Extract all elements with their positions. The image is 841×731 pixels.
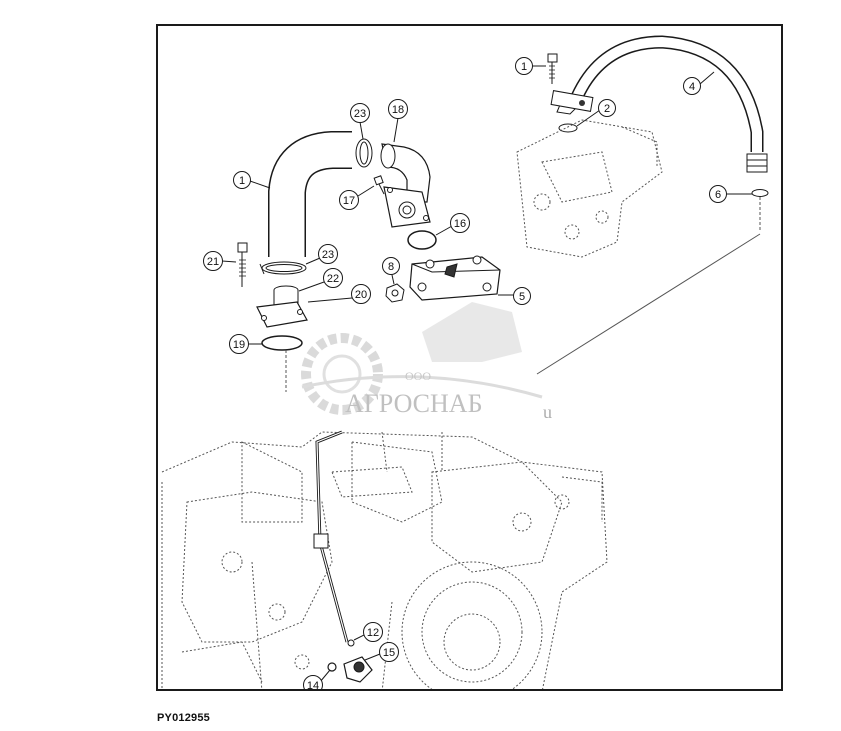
callouts: 1 4 2 6 23 (203, 57, 752, 691)
callout-label: 1 (521, 61, 527, 73)
callout-label: 21 (207, 256, 219, 268)
callout-label: 15 (383, 647, 395, 659)
callout-label: 20 (355, 289, 367, 301)
flange-block (383, 186, 431, 228)
nut-8 (385, 283, 405, 303)
callout-23-lower: 23 (305, 244, 338, 265)
callout-label: 16 (454, 218, 466, 230)
callout-14: 14 (303, 669, 331, 691)
callout-label: 1 (239, 175, 245, 187)
bolt-21 (237, 242, 248, 287)
leader-dashed (381, 431, 443, 473)
hose-4 (550, 35, 768, 173)
callout-4: 4 (683, 71, 715, 95)
callout-15: 15 (364, 642, 399, 662)
callout-17: 17 (339, 185, 375, 210)
callout-label: 8 (388, 261, 394, 273)
callout-16: 16 (435, 213, 470, 236)
o-ring-19 (261, 335, 303, 351)
callout-8: 8 (382, 257, 400, 285)
figure-id-label: PY012955 (157, 712, 210, 724)
callout-label: 17 (343, 195, 355, 207)
connection-line (536, 233, 761, 375)
fitting-22 (256, 285, 308, 328)
callout-label: 19 (233, 339, 245, 351)
clamp-23-lower (259, 261, 307, 275)
watermark-suffix: u (543, 402, 552, 422)
callout-3: 1 (515, 57, 546, 75)
watermark-brand: АГРОСНАБ (345, 389, 483, 418)
bolt-17 (373, 175, 385, 195)
callout-1: 1 (233, 171, 271, 189)
callout-20: 20 (307, 284, 371, 304)
callout-label: 2 (604, 103, 610, 115)
hose-elbow-1 (268, 131, 352, 257)
bolt-3 (547, 53, 558, 84)
o-ring-16 (407, 230, 437, 250)
oil-tube-assembly (313, 430, 373, 683)
callout-label: 5 (519, 291, 525, 303)
callout-21: 21 (203, 251, 237, 271)
callout-22: 22 (298, 268, 343, 292)
callout-23-upper: 23 (350, 103, 370, 140)
hydraulic-pump (516, 119, 663, 258)
callout-2: 2 (576, 99, 616, 127)
callout-label: 6 (715, 189, 721, 201)
exploded-parts-diagram: ООО АГРОСНАБ u (161, 35, 769, 691)
callout-label: 23 (322, 249, 334, 261)
callout-label: 23 (354, 108, 366, 120)
callout-label: 14 (307, 680, 319, 691)
callout-12: 12 (353, 622, 383, 642)
clamp-23-upper (355, 138, 373, 168)
watermark-prefix: ООО (405, 369, 431, 383)
callout-19: 19 (229, 334, 262, 354)
diagram-frame: ООО АГРОСНАБ u (156, 24, 783, 691)
watermark: ООО АГРОСНАБ u (301, 302, 552, 422)
pump-body-5 (409, 255, 501, 301)
o-ring-6 (751, 189, 769, 197)
o-ring-2 (558, 123, 578, 133)
callout-5: 5 (498, 287, 531, 305)
callout-label: 22 (327, 273, 339, 285)
callout-label: 12 (367, 627, 379, 639)
callout-18: 18 (388, 99, 408, 143)
callout-label: 4 (689, 81, 695, 93)
callout-label: 18 (392, 104, 404, 116)
callout-6: 6 (709, 185, 752, 203)
